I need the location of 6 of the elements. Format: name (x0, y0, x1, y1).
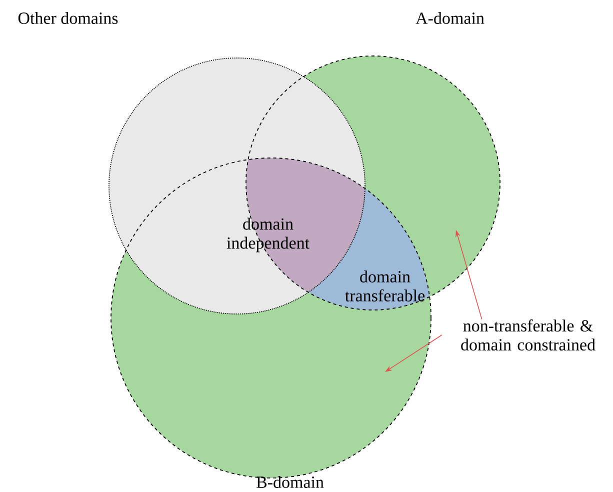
node-label: A-domain (416, 12, 484, 24)
region-label: non-transferable & domain constrained (461, 319, 596, 351)
region-label: domain independent (226, 218, 310, 252)
node-label: B-domain (256, 476, 324, 488)
region-label: domain transferable (345, 270, 425, 302)
node-label: Other domains (18, 12, 118, 24)
